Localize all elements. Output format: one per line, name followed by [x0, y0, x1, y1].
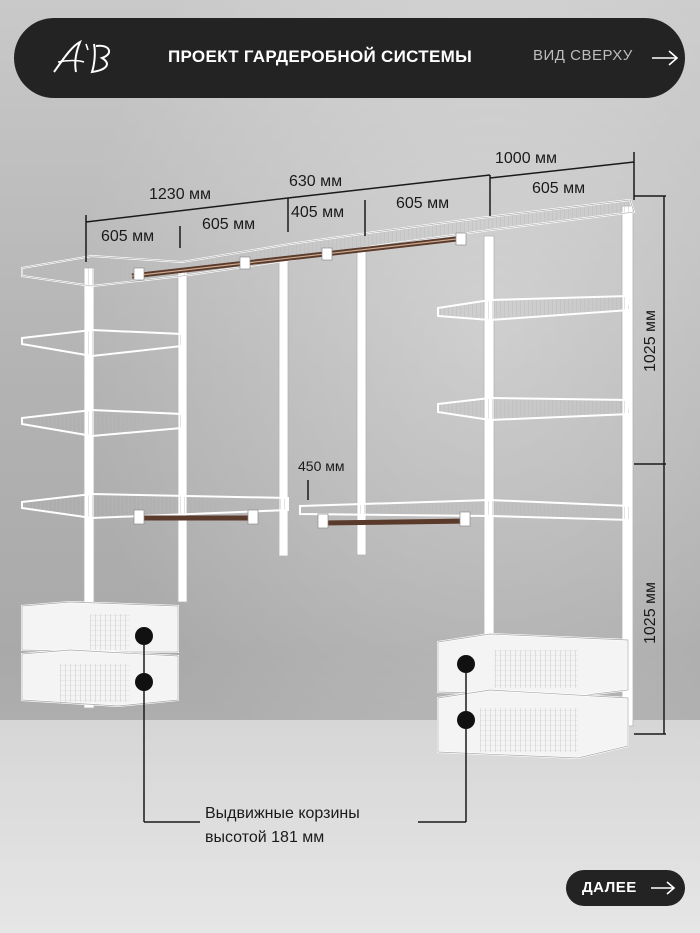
dim-height-bottom: 1025 мм	[642, 581, 659, 644]
dim-605-left-b: 605 мм	[202, 216, 256, 233]
dim-605-right-a: 605 мм	[396, 195, 450, 212]
dim-1000: 1000 мм	[495, 150, 558, 167]
callout-dots	[135, 627, 475, 729]
page-title: ПРОЕКТ ГАРДЕРОБНОЙ СИСТЕМЫ	[168, 47, 473, 66]
arrow-right-icon[interactable]	[651, 49, 679, 67]
dim-605-left-a: 605 мм	[101, 228, 155, 245]
dim-405: 405 мм	[291, 204, 345, 221]
dim-1230: 1230 мм	[149, 186, 212, 203]
next-button[interactable]: ДАЛЕЕ	[566, 870, 685, 906]
brand-logo[interactable]	[50, 38, 120, 78]
dim-height-top: 1025 мм	[642, 309, 659, 372]
left-baskets	[21, 600, 179, 708]
basket-note: Выдвижные корзины высотой 181 мм	[205, 802, 360, 850]
dimension-lines	[85, 152, 666, 823]
right-shelves	[299, 294, 632, 522]
basket-note-line2: высотой 181 мм	[205, 829, 325, 846]
left-shelves	[21, 328, 289, 520]
next-button-label: ДАЛЕЕ	[582, 879, 637, 896]
right-baskets	[437, 632, 629, 760]
arrow-right-icon	[651, 881, 676, 895]
view-top-link[interactable]: ВИД СВЕРХУ	[533, 47, 633, 64]
hanging-rails	[131, 232, 471, 529]
dim-605-right-b: 605 мм	[532, 180, 586, 197]
dim-450: 450 мм	[298, 458, 345, 474]
top-shelf	[21, 198, 636, 288]
basket-note-line1: Выдвижные корзины	[205, 805, 360, 822]
header-bar: ПРОЕКТ ГАРДЕРОБНОЙ СИСТЕМЫ ВИД СВЕРХУ	[14, 18, 685, 98]
dim-630: 630 мм	[289, 173, 343, 190]
